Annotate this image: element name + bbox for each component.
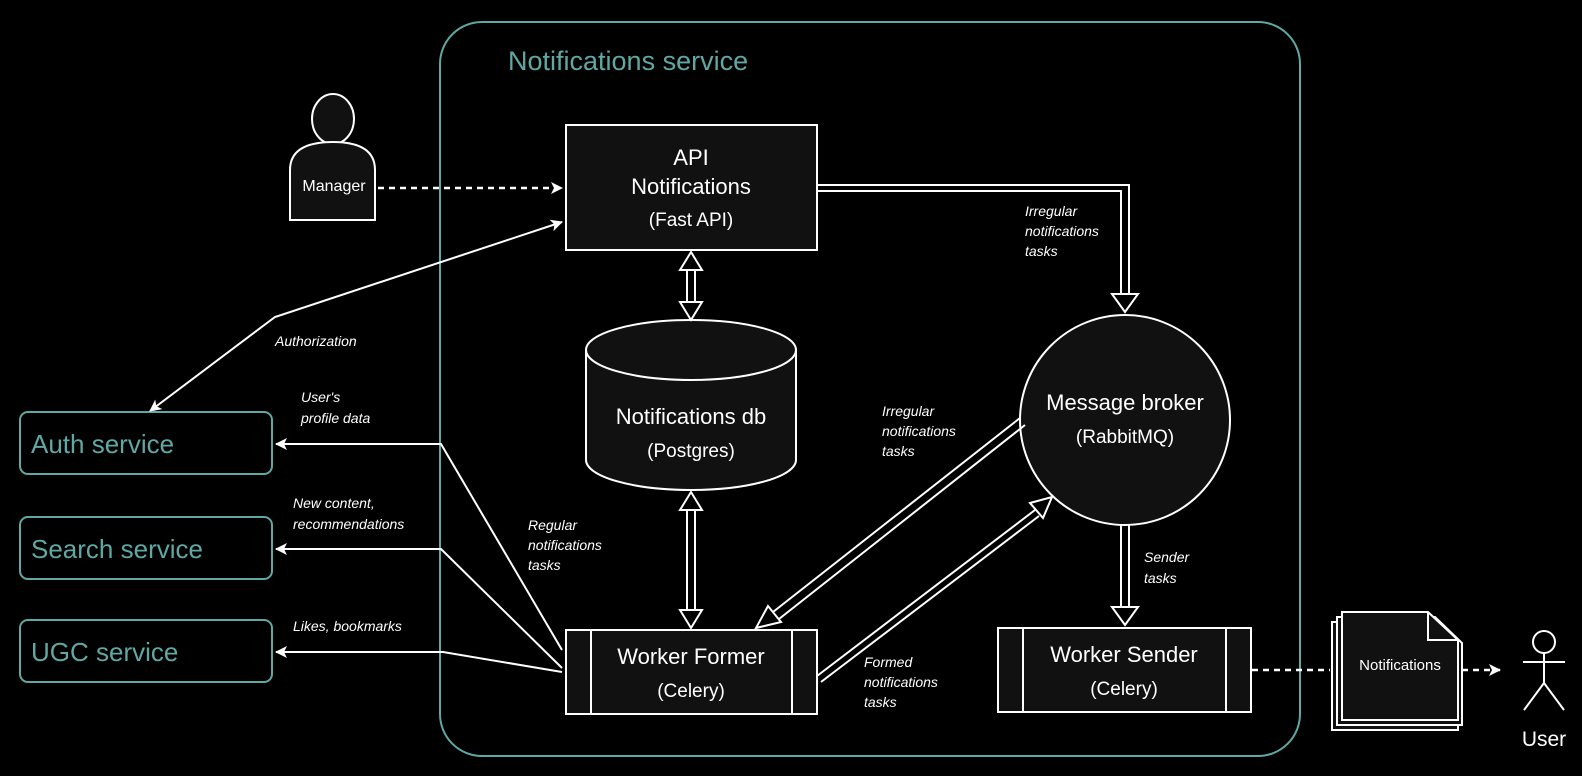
broker-line2: (RabbitMQ)	[1076, 427, 1174, 448]
ugc-service-label: UGC service	[31, 637, 178, 667]
worker-former-line2: (Celery)	[657, 681, 725, 702]
worker-sender-line1: Worker Sender	[1050, 642, 1198, 667]
worker-former-line1: Worker Former	[617, 644, 765, 669]
broker-to-worker-arrow	[754, 417, 1026, 630]
broker-to-sender-arrow	[1110, 525, 1140, 627]
worker-to-auth-arrow	[275, 438, 563, 651]
db-worker-double-arrow	[678, 490, 704, 630]
formed-tasks-label: Formed notifications tasks	[864, 654, 942, 710]
search-service-box: Search service	[19, 516, 273, 580]
notifications-document-label: Notifications	[1359, 657, 1441, 674]
message-broker-node: Message broker (RabbitMQ)	[1019, 314, 1231, 526]
api-auth-arrow	[149, 219, 563, 412]
irregular-broker-label: Irregular notifications tasks	[882, 403, 960, 459]
notifications-document: Notifications	[1331, 611, 1463, 731]
db-line1: Notifications db	[616, 404, 766, 429]
sender-tasks-label: Sender tasks	[1144, 549, 1193, 586]
manager-actor: Manager	[289, 93, 376, 221]
container-title: Notifications service	[508, 46, 748, 76]
api-line2: Notifications	[631, 174, 751, 199]
irregular-api-label: Irregular notifications tasks	[1025, 203, 1103, 259]
auth-service-label: Auth service	[31, 429, 174, 459]
worker-sender-line2: (Celery)	[1090, 679, 1158, 700]
user-label: User	[1522, 728, 1566, 751]
auth-service-box: Auth service	[19, 411, 273, 475]
user-actor: User	[1522, 630, 1566, 751]
authorization-label: Authorization	[274, 333, 357, 349]
api-db-double-arrow	[678, 250, 704, 322]
search-service-label: Search service	[31, 534, 203, 564]
content-label: New content, recommendations	[293, 495, 404, 532]
worker-former-node: Worker Former (Celery)	[565, 629, 818, 715]
worker-sender-node: Worker Sender (Celery)	[997, 627, 1252, 713]
ugc-service-box: UGC service	[19, 619, 273, 683]
api-to-broker-arrow	[817, 184, 1140, 314]
likes-label: Likes, bookmarks	[293, 618, 402, 634]
api-line1: API	[673, 145, 708, 170]
profile-label: User's profile data	[300, 389, 370, 426]
api-line3: (Fast API)	[649, 210, 733, 231]
worker-to-broker-arrow	[816, 495, 1054, 683]
notifications-db-node: Notifications db (Postgres)	[585, 319, 797, 491]
api-notifications-node: API Notifications (Fast API)	[565, 124, 818, 251]
worker-to-search-arrow	[275, 543, 563, 669]
broker-line1: Message broker	[1046, 390, 1204, 415]
manager-label: Manager	[302, 178, 366, 195]
db-line2: (Postgres)	[647, 441, 735, 462]
worker-ugc-arrow	[275, 646, 563, 673]
regular-tasks-label: Regular notifications tasks	[528, 517, 606, 573]
